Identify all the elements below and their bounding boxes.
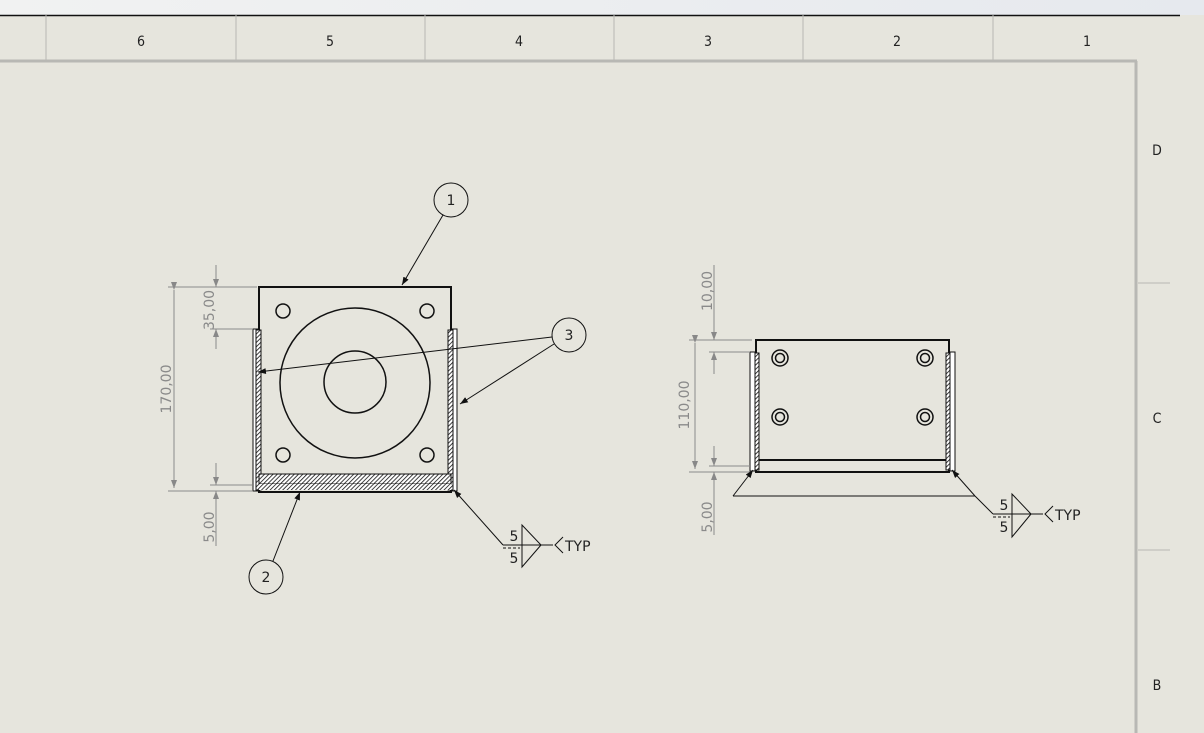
zone-label: 1: [1083, 34, 1091, 50]
zone-labels-right: D C B: [1152, 143, 1162, 694]
zone-label: B: [1153, 678, 1162, 694]
front-view[interactable]: 35,00 170,00 5,00 1 2 3: [159, 182, 591, 595]
zone-label: 4: [515, 34, 523, 50]
weld-note: TYP: [564, 539, 591, 555]
zone-labels-top: 6 5 4 3 2 1: [137, 34, 1091, 50]
inner-frame: [0, 15, 1170, 733]
weld-symbol[interactable]: 5 5 TYP: [453, 489, 591, 569]
balloon-1[interactable]: 1: [401, 182, 469, 286]
weld-size-top: 5: [1000, 498, 1009, 514]
dimension-35[interactable]: 35,00: [202, 290, 218, 330]
balloon-3[interactable]: 3: [257, 317, 587, 405]
balloon-label: 3: [565, 328, 574, 344]
weld-symbol[interactable]: 5 5 TYP: [732, 469, 1081, 539]
sheet-background: [0, 15, 1204, 733]
dimension-170[interactable]: 170,00: [159, 365, 175, 414]
dimension-lines: [168, 265, 257, 546]
weld-beads: [252, 328, 458, 492]
zone-label: D: [1152, 143, 1162, 159]
weld-size-bottom: 5: [1000, 520, 1009, 536]
weld-size-top: 5: [510, 529, 519, 545]
zone-label: 3: [704, 34, 712, 50]
zone-label: 6: [137, 34, 145, 50]
dimension-5[interactable]: 5,00: [700, 501, 716, 532]
dimension-lines: [689, 265, 752, 535]
dimension-110[interactable]: 110,00: [677, 381, 693, 430]
dimension-5[interactable]: 5,00: [202, 511, 218, 542]
dimension-10[interactable]: 10,00: [700, 271, 716, 311]
zone-label: C: [1153, 411, 1162, 427]
zone-label: 2: [893, 34, 901, 50]
balloon-label: 2: [262, 570, 271, 586]
balloon-label: 1: [447, 193, 456, 209]
weld-beads: [749, 351, 956, 472]
side-view[interactable]: 10,00 110,00 5,00 5 5 TYP: [677, 265, 1081, 539]
zone-label: 5: [326, 34, 334, 50]
balloon-2[interactable]: 2: [248, 491, 301, 595]
weld-size-bottom: 5: [510, 551, 519, 567]
weld-note: TYP: [1054, 508, 1081, 524]
